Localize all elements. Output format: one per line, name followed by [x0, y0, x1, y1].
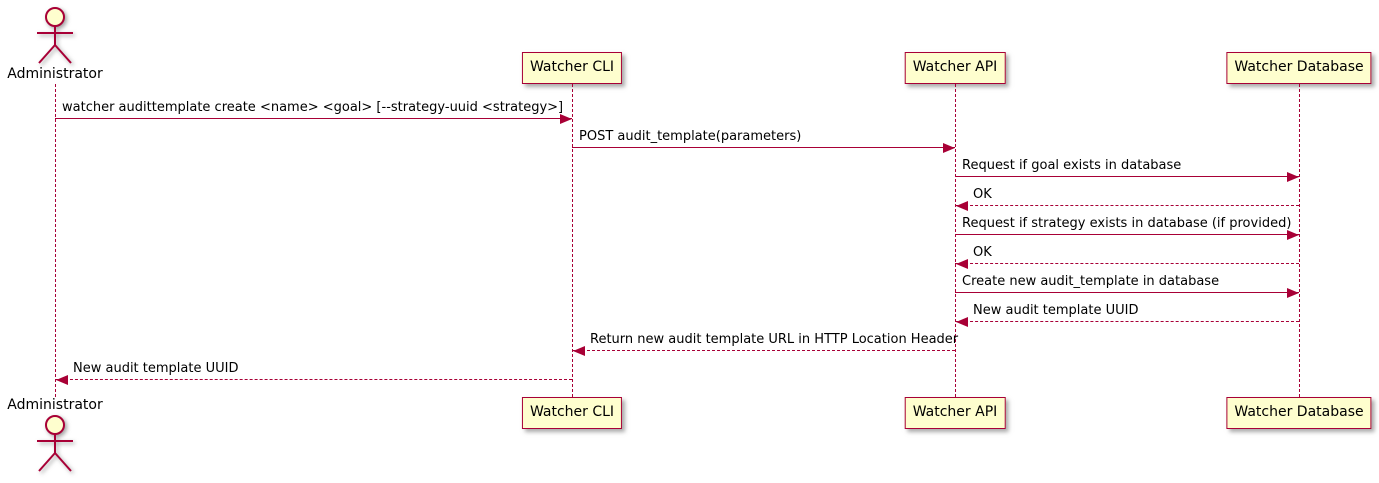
message-line — [955, 234, 1299, 235]
message-label: OK — [973, 245, 992, 260]
lifeline-administrator — [55, 84, 56, 397]
message-line — [572, 147, 955, 148]
message-label: POST audit_template(parameters) — [579, 129, 802, 144]
arrowhead-left-icon — [573, 346, 585, 356]
participant-box-watcher-database-top: Watcher Database — [1226, 52, 1372, 84]
message-line — [55, 379, 572, 380]
arrowhead-left-icon — [956, 317, 968, 327]
participant-box-watcher-api-bottom: Watcher API — [904, 397, 1006, 429]
arrowhead-right-icon — [1287, 172, 1299, 182]
message-line — [955, 292, 1299, 293]
message-line — [955, 263, 1299, 264]
lifeline-watcher-api — [955, 84, 956, 397]
actor-icon — [37, 7, 73, 64]
message-label: Return new audit template URL in HTTP Lo… — [590, 332, 959, 347]
participant-box-watcher-api-top: Watcher API — [904, 52, 1006, 84]
message-label: Request if goal exists in database — [962, 158, 1182, 173]
arrowhead-right-icon — [560, 114, 572, 124]
actor-label-bottom: Administrator — [7, 397, 103, 413]
message-label: Create new audit_template in database — [962, 274, 1220, 289]
message-label: New audit template UUID — [73, 361, 239, 376]
lifeline-watcher-cli — [572, 84, 573, 397]
actor-administrator-bottom — [29, 413, 81, 477]
participant-box-watcher-cli-top: Watcher CLI — [521, 52, 623, 84]
message-line — [572, 350, 955, 351]
message-label: watcher audittemplate create <name> <goa… — [62, 100, 564, 115]
message-label: Request if strategy exists in database (… — [962, 216, 1292, 231]
arrowhead-right-icon — [1287, 288, 1299, 298]
message-line — [955, 176, 1299, 177]
arrowhead-left-icon — [56, 375, 68, 385]
message-line — [55, 118, 572, 119]
actor-icon — [37, 415, 73, 472]
participant-box-watcher-cli-bottom: Watcher CLI — [521, 397, 623, 429]
message-line — [955, 205, 1299, 206]
arrowhead-left-icon — [956, 259, 968, 269]
lifeline-watcher-database — [1299, 84, 1300, 397]
arrowhead-right-icon — [943, 143, 955, 153]
actor-administrator-top — [29, 5, 81, 69]
message-label: New audit template UUID — [973, 303, 1139, 318]
arrowhead-right-icon — [1287, 230, 1299, 240]
arrowhead-left-icon — [956, 201, 968, 211]
actor-label-top: Administrator — [7, 66, 103, 82]
message-label: OK — [973, 187, 992, 202]
message-line — [955, 321, 1299, 322]
participant-box-watcher-database-bottom: Watcher Database — [1226, 397, 1372, 429]
